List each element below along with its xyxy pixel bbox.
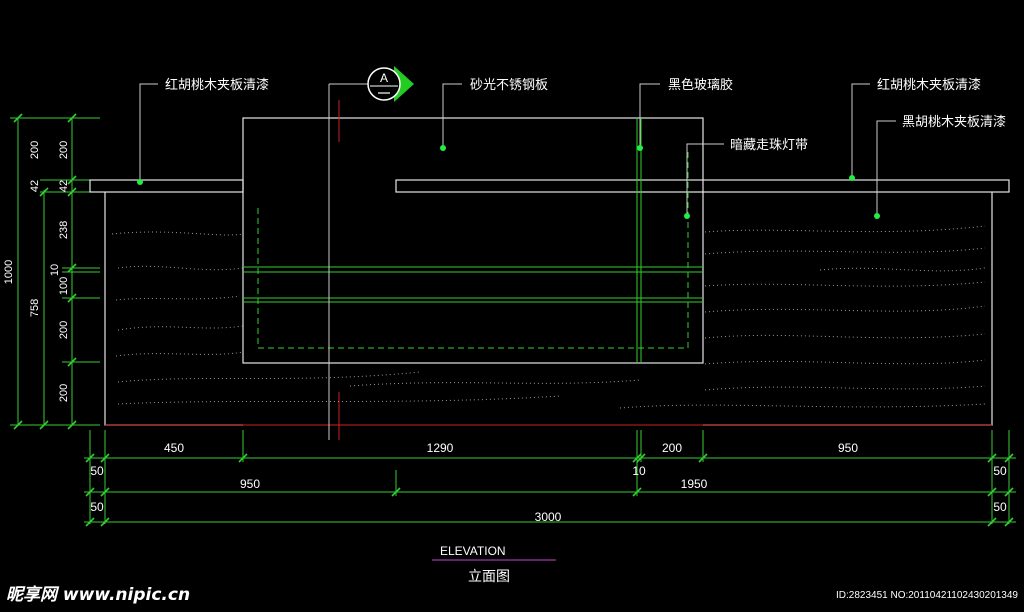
stainless-panel <box>242 117 704 364</box>
watermark-id: ID:2823451 NO:20110421102430201349 <box>836 590 1018 601</box>
label-top-left: 红胡桃木夹板清漆 <box>165 77 269 93</box>
horizontal-dimensions: 450 1290 200 950 50 950 10 1950 50 50 30… <box>84 430 1016 527</box>
dim-v-758: 758 <box>29 299 41 317</box>
section-marker-letter: A <box>380 71 388 85</box>
counter-body <box>89 84 1010 440</box>
dim-v-200-top-b: 200 <box>58 141 70 159</box>
dim-h-950-right: 950 <box>838 441 858 455</box>
dim-v-200-bottom: 200 <box>58 384 70 402</box>
label-black-glass: 黑色玻璃胶 <box>668 77 733 93</box>
drawing-title: ELEVATION 立面图 <box>432 544 556 585</box>
dim-h-50-right-a: 50 <box>993 464 1007 478</box>
left-cabinet <box>104 192 243 426</box>
dim-h-950-left: 950 <box>240 477 260 491</box>
section-marker: A <box>329 66 414 102</box>
hidden-led-strip <box>257 148 689 349</box>
dim-v-42-a: 42 <box>29 180 41 192</box>
label-top-right: 红胡桃木夹板清漆 <box>877 77 981 93</box>
dim-v-238: 238 <box>58 221 70 239</box>
dim-h-450: 450 <box>164 441 184 455</box>
dim-v-200-mid: 200 <box>58 321 70 339</box>
watermark-logo: 昵享网 www.nipic.cn <box>6 585 190 605</box>
dim-h-1950: 1950 <box>681 477 708 491</box>
dim-v-1000: 1000 <box>3 260 15 284</box>
label-stainless: 砂光不锈钢板 <box>470 78 548 93</box>
wood-grain <box>111 225 986 409</box>
title-chinese: 立面图 <box>468 569 510 585</box>
dim-h-1290: 1290 <box>427 441 454 455</box>
dim-v-10: 10 <box>49 264 61 276</box>
vertical-dimensions: 200 200 42 42 238 10 100 200 200 758 100… <box>3 113 100 430</box>
annotations: 红胡桃木夹板清漆 砂光不锈钢板 黑色玻璃胶 暗藏走珠灯带 红胡桃木夹板清漆 黑胡… <box>137 77 1006 219</box>
right-cabinet <box>703 192 993 426</box>
dim-h-50-left-b: 50 <box>90 500 104 514</box>
dim-h-50-left-a: 50 <box>90 464 104 478</box>
dim-h-50-right-b: 50 <box>993 500 1007 514</box>
watermark: 昵享网 www.nipic.cn ID:2823451 NO:201104211… <box>6 585 1018 605</box>
title-english: ELEVATION <box>440 544 506 558</box>
left-countertop <box>89 179 244 193</box>
dim-v-100: 100 <box>58 277 70 295</box>
label-black-walnut: 黑胡桃木夹板清漆 <box>902 114 1006 130</box>
dim-h-200: 200 <box>662 441 682 455</box>
dim-h-10: 10 <box>632 464 646 478</box>
dim-h-3000: 3000 <box>535 510 562 524</box>
dim-v-200-top-a: 200 <box>29 141 41 159</box>
label-hidden-led: 暗藏走珠灯带 <box>730 138 808 153</box>
dim-v-42-b: 42 <box>58 180 70 192</box>
